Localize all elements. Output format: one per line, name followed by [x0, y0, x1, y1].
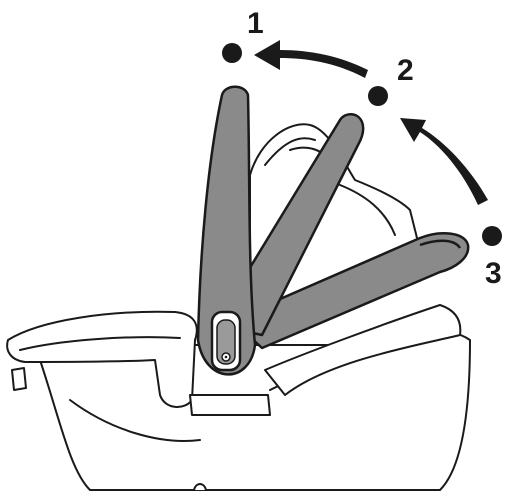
- arrow-2-to-1: [254, 40, 368, 78]
- centre-base: [189, 394, 271, 416]
- base-latch-left: [11, 367, 27, 391]
- position-2-label: 2: [397, 54, 414, 87]
- carry-handle: [196, 85, 470, 376]
- position-markers: 1 2 3: [222, 7, 502, 290]
- position-1-label: 1: [247, 7, 264, 40]
- headrest-inner-line: [19, 336, 181, 351]
- position-3-dot: [482, 226, 502, 246]
- headrest-cushion: [6, 310, 198, 408]
- position-3-label: 3: [485, 257, 502, 290]
- position-2-dot: [368, 86, 388, 106]
- handle-position-3-rim: [419, 239, 462, 249]
- handle-position-1: [196, 85, 257, 376]
- handle-pivot: [210, 310, 242, 372]
- canopy-fold-2: [339, 184, 396, 236]
- base-notch: [193, 483, 207, 491]
- arrow-3-to-2: [400, 118, 488, 205]
- handle-position-3: [230, 232, 470, 350]
- position-1-dot: [222, 43, 242, 63]
- bucket-inner-edge: [69, 399, 201, 442]
- canopy-fold-1: [264, 137, 316, 166]
- side-panel-right: [264, 304, 462, 396]
- rotation-arrows: [254, 40, 488, 205]
